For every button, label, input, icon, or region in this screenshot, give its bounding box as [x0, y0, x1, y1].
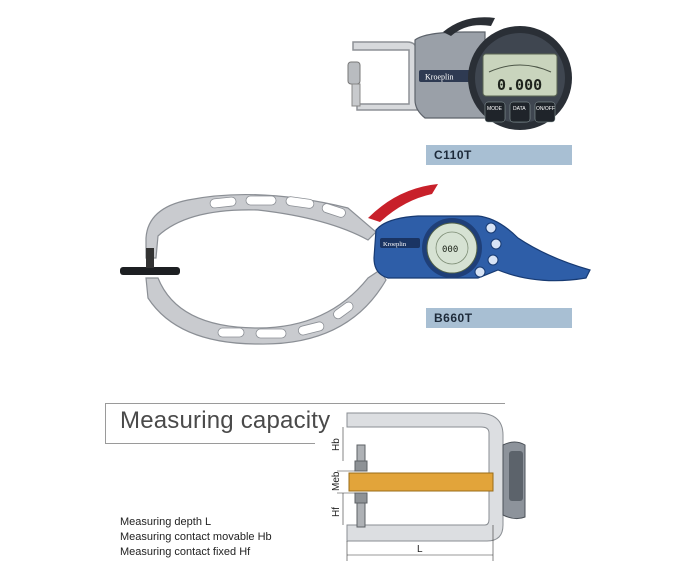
- c110t-onoff-button[interactable]: [534, 101, 556, 123]
- legend-contact-fixed: Measuring contact fixed Hf: [120, 546, 251, 558]
- c110t-lcd-value: 0.000: [497, 76, 542, 94]
- b660t-lower-slots: [217, 301, 354, 339]
- diagram-contact-movable-tip: [354, 460, 368, 472]
- c110t-lcd: [482, 53, 558, 97]
- c110t-brand-plate: [419, 70, 475, 82]
- b660t-button-2[interactable]: [490, 238, 502, 250]
- c110t-model-label: C110T: [426, 145, 572, 165]
- diagram-workpiece: [348, 472, 494, 492]
- c110t-mode-label: MODE: [487, 106, 503, 112]
- b660t-brand-text: Kroeplin: [383, 241, 407, 248]
- c110t-gauge-illustration: Kroeplin 0.000 MODE DATA ON/OFF: [347, 17, 572, 130]
- capacity-diagram: Hb Meb Hf L: [331, 412, 526, 561]
- b660t-brand-plate: [380, 238, 420, 248]
- c110t-frame: [352, 41, 418, 111]
- diagram-label-l: L: [417, 544, 423, 555]
- section-left-rule: [105, 403, 106, 443]
- diagram-contact-fixed-stem: [356, 502, 366, 528]
- c110t-contact-upper: [347, 61, 361, 85]
- b660t-dial-inner: [435, 231, 469, 265]
- diagram-label-hf: Hf: [331, 507, 342, 517]
- legend-measuring-depth: Measuring depth L: [120, 516, 212, 528]
- section-title: Measuring capacity: [120, 407, 331, 434]
- c110t-lcd-arc: [488, 64, 552, 73]
- section-title-underline: [105, 443, 315, 444]
- section-top-rule: [105, 403, 505, 404]
- b660t-button-1[interactable]: [485, 222, 497, 234]
- b660t-lever: [368, 184, 438, 222]
- c110t-lever: [443, 17, 495, 36]
- b660t-model-label: B660T: [426, 308, 572, 328]
- diagram-label-meb: Meb: [331, 471, 342, 491]
- c110t-brand-text: Kroeplin: [425, 73, 453, 82]
- c110t-data-label: DATA: [513, 106, 526, 112]
- c110t-contact-lower: [351, 83, 361, 107]
- diagram-contact-fixed: [354, 492, 368, 504]
- legend-contact-movable: Measuring contact movable Hb: [120, 531, 272, 543]
- b660t-gauge-illustration: Kroeplin 000: [120, 184, 591, 345]
- c110t-data-button[interactable]: [509, 101, 531, 123]
- b660t-dial: [426, 222, 478, 274]
- diagram-label-hb: Hb: [331, 438, 342, 451]
- b660t-upper-arm: [145, 193, 377, 259]
- c110t-mode-button[interactable]: [484, 101, 506, 123]
- diagram-frame: [346, 412, 504, 542]
- b660t-anvil-stem: [146, 248, 154, 268]
- b660t-button-4[interactable]: [474, 266, 486, 278]
- diagram-gauge-window: [509, 451, 523, 501]
- b660t-upper-slots: [209, 195, 346, 218]
- c110t-onoff-label: ON/OFF: [536, 106, 555, 112]
- b660t-lcd-value: 000: [442, 245, 458, 255]
- b660t-anvil-disk: [120, 267, 180, 275]
- b660t-button-3[interactable]: [487, 254, 499, 266]
